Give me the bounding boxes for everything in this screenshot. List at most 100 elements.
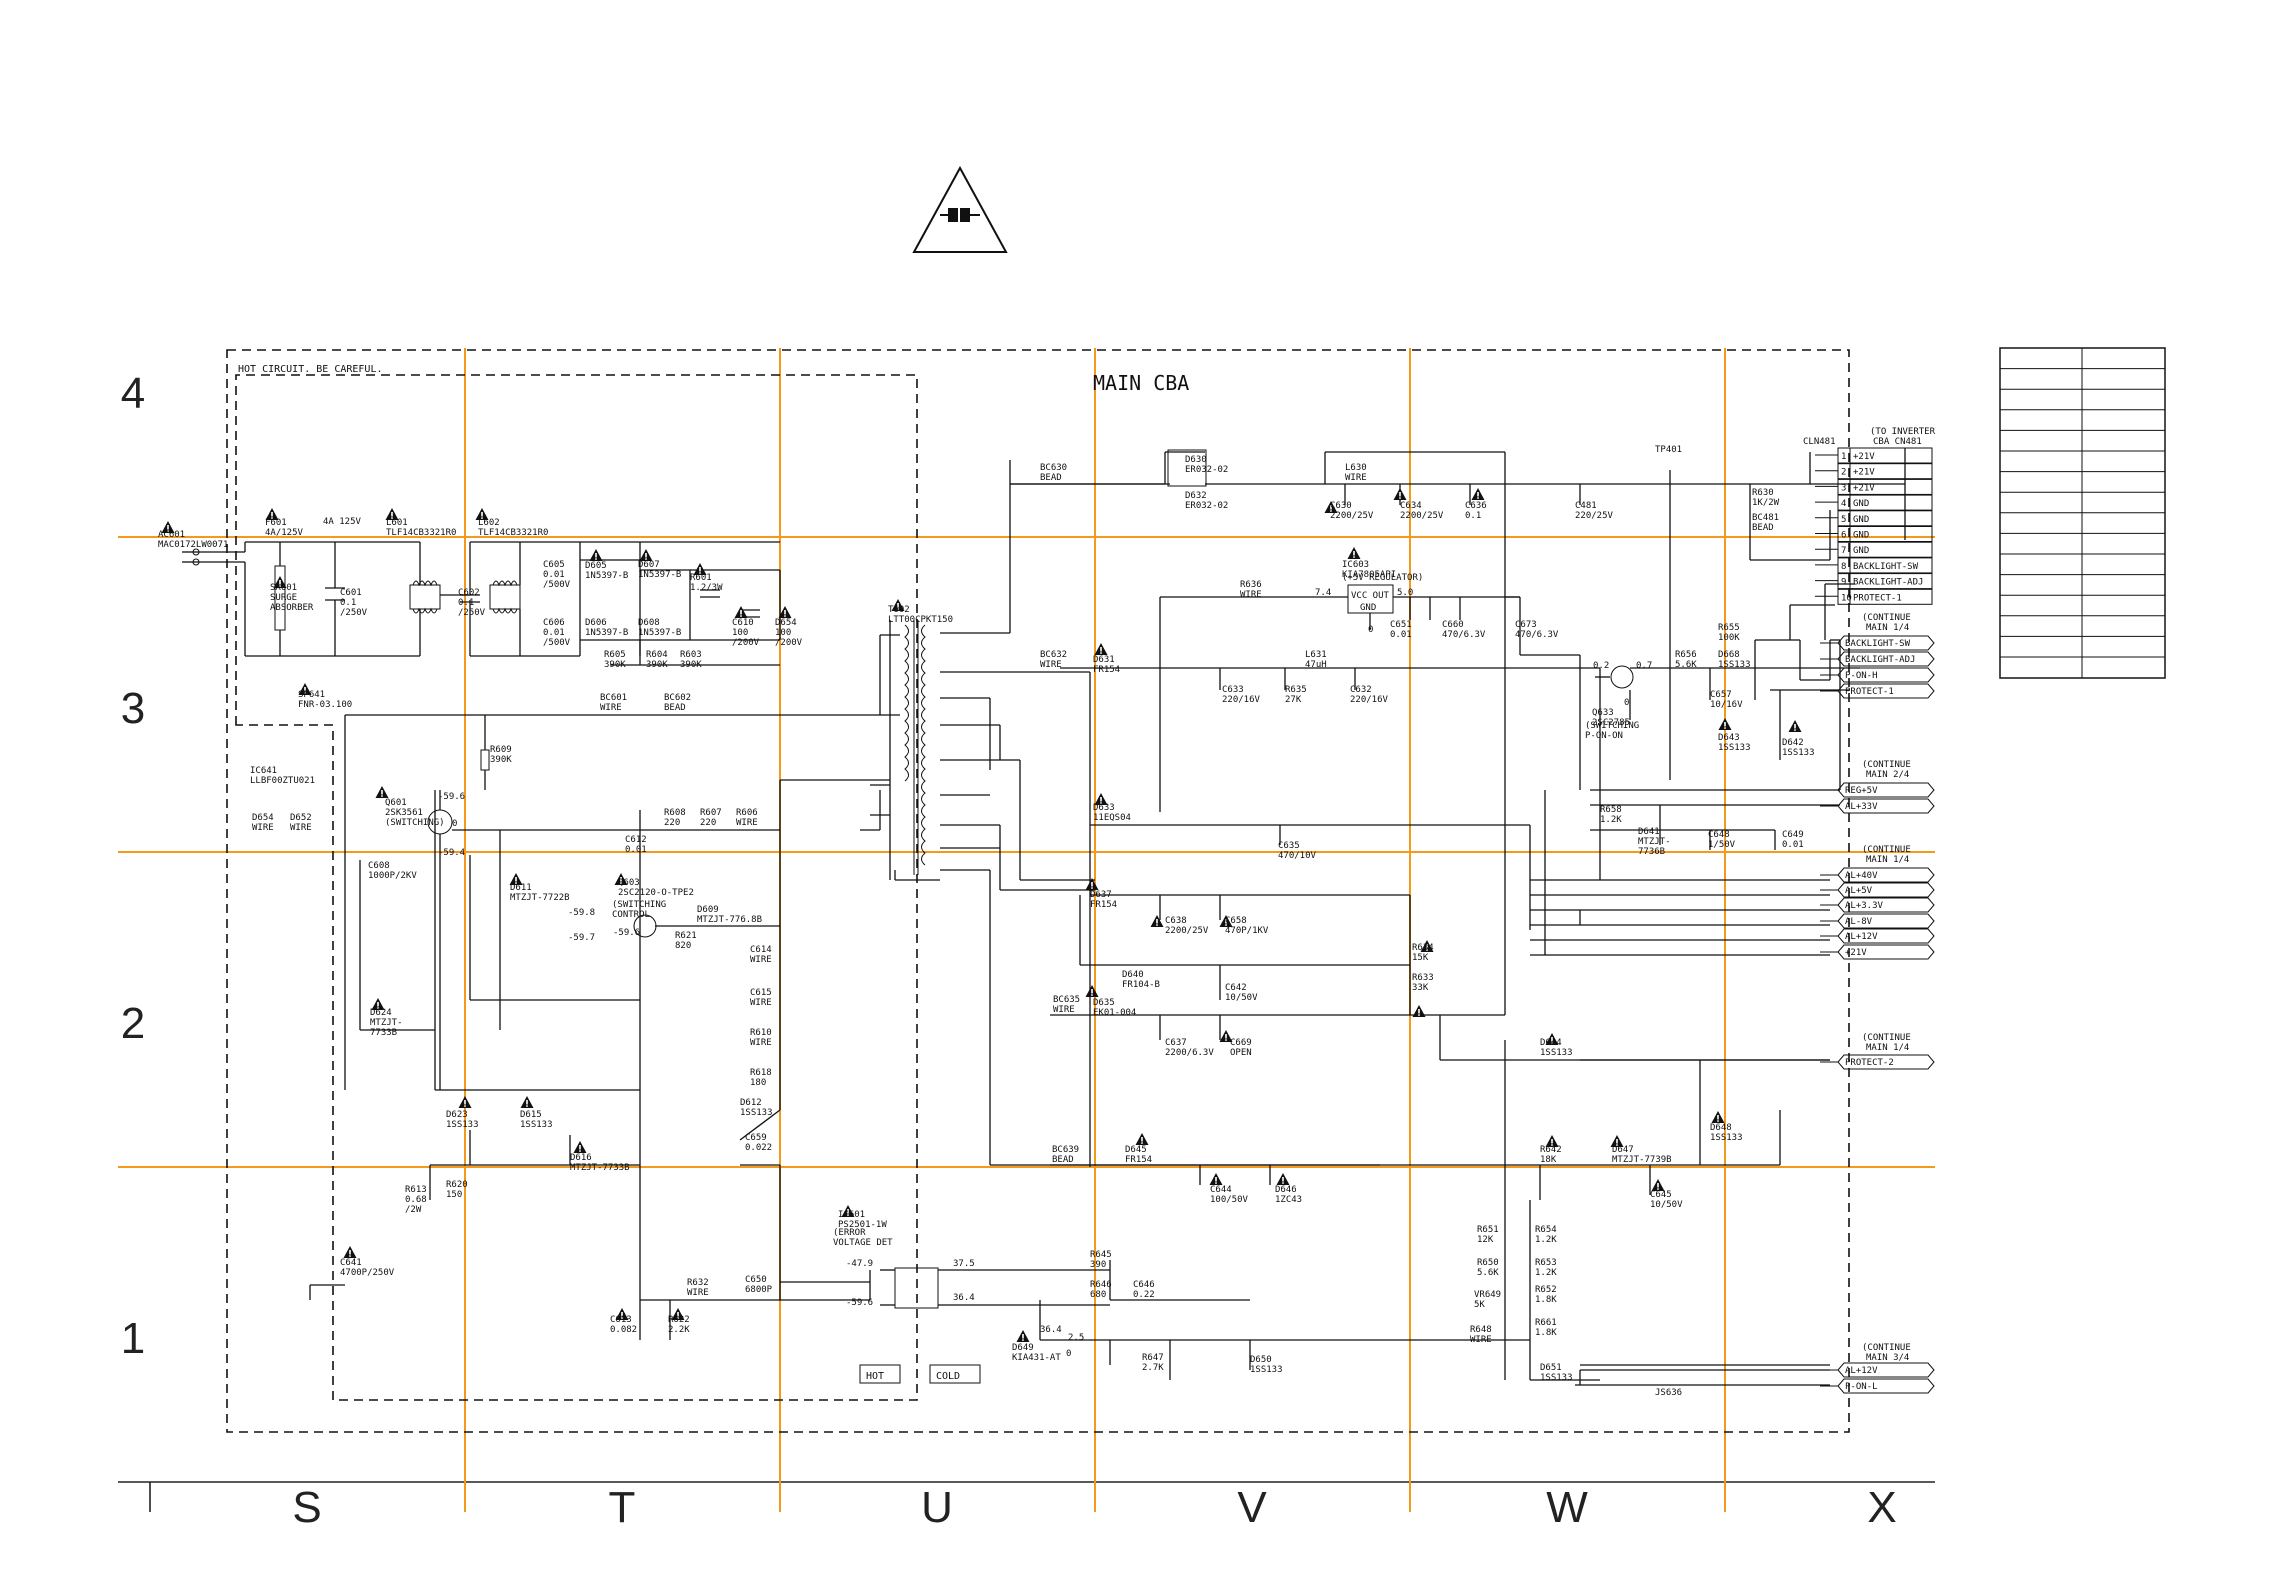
part-c633-line: 220/16V	[1222, 695, 1261, 705]
part-r605-line: R605	[604, 650, 626, 660]
part-c637-line: 2200/6.3V	[1165, 1048, 1214, 1058]
part-c610-line: C610	[732, 618, 754, 628]
part-c645-line: 10/50V	[1650, 1200, 1683, 1210]
part-bc602-line: BEAD	[664, 703, 686, 713]
part-c632-line: 220/16V	[1350, 695, 1389, 705]
part-d652-line: D652	[290, 813, 312, 823]
cln481-ref: CLN481	[1803, 437, 1836, 447]
part-c635-line: 470/10V	[1278, 851, 1317, 861]
part-c638-line: C638	[1165, 916, 1187, 926]
cln481-pin-10: 10	[1841, 593, 1852, 603]
part-bc639-line: BEAD	[1052, 1155, 1074, 1165]
part-l602-line: TLF14CB3321R0	[478, 528, 548, 538]
signal-flag-p-on-h: P-ON-H	[1845, 671, 1878, 681]
part-js636: JS636	[1655, 1388, 1682, 1398]
part-c630-line: C630	[1330, 501, 1352, 511]
part-d631-line: FR154	[1093, 665, 1120, 675]
cln481-pin-5-name: GND	[1853, 515, 1869, 525]
part-bc481-line: BEAD	[1752, 523, 1774, 533]
part-d654-line: 100	[775, 628, 791, 638]
grid-column-U: U	[921, 1483, 953, 1532]
part-r603-line: 390K	[680, 660, 702, 670]
part-r658-line: 1.2K	[1600, 815, 1622, 825]
part-q603-line: Q603	[618, 878, 640, 888]
part-l602-line: L602	[478, 518, 500, 528]
part-c601-line: /250V	[340, 608, 368, 618]
part-c657-line: C657	[1710, 690, 1732, 700]
part-d632-line: D632	[1185, 491, 1207, 501]
part-l631-line: L631	[1305, 650, 1327, 660]
part-r604-line: 390K	[646, 660, 668, 670]
signal-flag-backlight-adj: BACKLIGHT-ADJ	[1845, 655, 1915, 665]
cln481-pin-9: 9	[1841, 578, 1846, 588]
part-d654b-line: D654	[252, 813, 274, 823]
part-tp401-line: TP401	[1655, 445, 1682, 455]
part-bc639-line: BC639	[1052, 1145, 1079, 1155]
voltage-q603e: -59.7	[568, 933, 595, 943]
part-c613-line: 0.082	[610, 1325, 637, 1335]
part-r618-line: 180	[750, 1078, 766, 1088]
part-r613-line: R613	[405, 1185, 427, 1195]
part-c606-line: /500V	[543, 638, 571, 648]
part-c608-line: 1000P/2KV	[368, 871, 417, 881]
part-d609-line: D609	[697, 905, 719, 915]
part-c658-line: C658	[1225, 916, 1247, 926]
part-q601-line: Q601	[385, 798, 407, 808]
continue-header-2: MAIN 2/4	[1866, 770, 1909, 780]
part-d651-line: 1SS133	[1540, 1373, 1573, 1383]
part-t602-line: T602	[888, 605, 910, 615]
part-r661-line: 1.8K	[1535, 1328, 1557, 1338]
part-c605-line: /500V	[543, 580, 571, 590]
ac601-ref: AC601	[158, 530, 185, 540]
part-r650-line: 5.6K	[1477, 1268, 1499, 1278]
part-d668-line: 1SS133	[1718, 660, 1751, 670]
cln481-pin-4: 4	[1841, 499, 1846, 509]
part-d650-line: 1SS133	[1250, 1365, 1283, 1375]
grid-row-1: 1	[121, 1314, 145, 1363]
part-d650-line: D650	[1250, 1355, 1272, 1365]
part-f601-line: F601	[265, 518, 287, 528]
ac-plug-icon	[182, 548, 200, 566]
part-d654-line: /200V	[775, 638, 803, 648]
part-r633-line: R633	[1412, 973, 1434, 983]
part-c610-line: /200V	[732, 638, 760, 648]
part-ic641-line: LLBF00ZTU021	[250, 776, 315, 786]
part-c649-line: C649	[1782, 830, 1804, 840]
continue-header-1: (CONTINUE	[1862, 1343, 1911, 1353]
part-c635-line: C635	[1278, 841, 1300, 851]
part-q601-line: 2SK3561	[385, 808, 423, 818]
part-bc632-line: WIRE	[1040, 660, 1062, 670]
hot-circuit-notice: HOT CIRCUIT. BE CAREFUL.	[238, 364, 383, 375]
cln481-pin-5: 5	[1841, 515, 1846, 525]
part-c673-line: C673	[1515, 620, 1537, 630]
part-q603-line: 2SC2120-O-TPE2	[618, 888, 694, 898]
part-bc630-line: BC630	[1040, 463, 1067, 473]
part-ic601f-line: VOLTAGE DET	[833, 1238, 893, 1248]
part-q603f-line: (SWITCHING	[612, 900, 666, 910]
part-c642-line: C642	[1225, 983, 1247, 993]
part-d615-line: D615	[520, 1110, 542, 1120]
part-r654-line: 1.2K	[1535, 1235, 1557, 1245]
part-d640-line: D640	[1122, 970, 1144, 980]
